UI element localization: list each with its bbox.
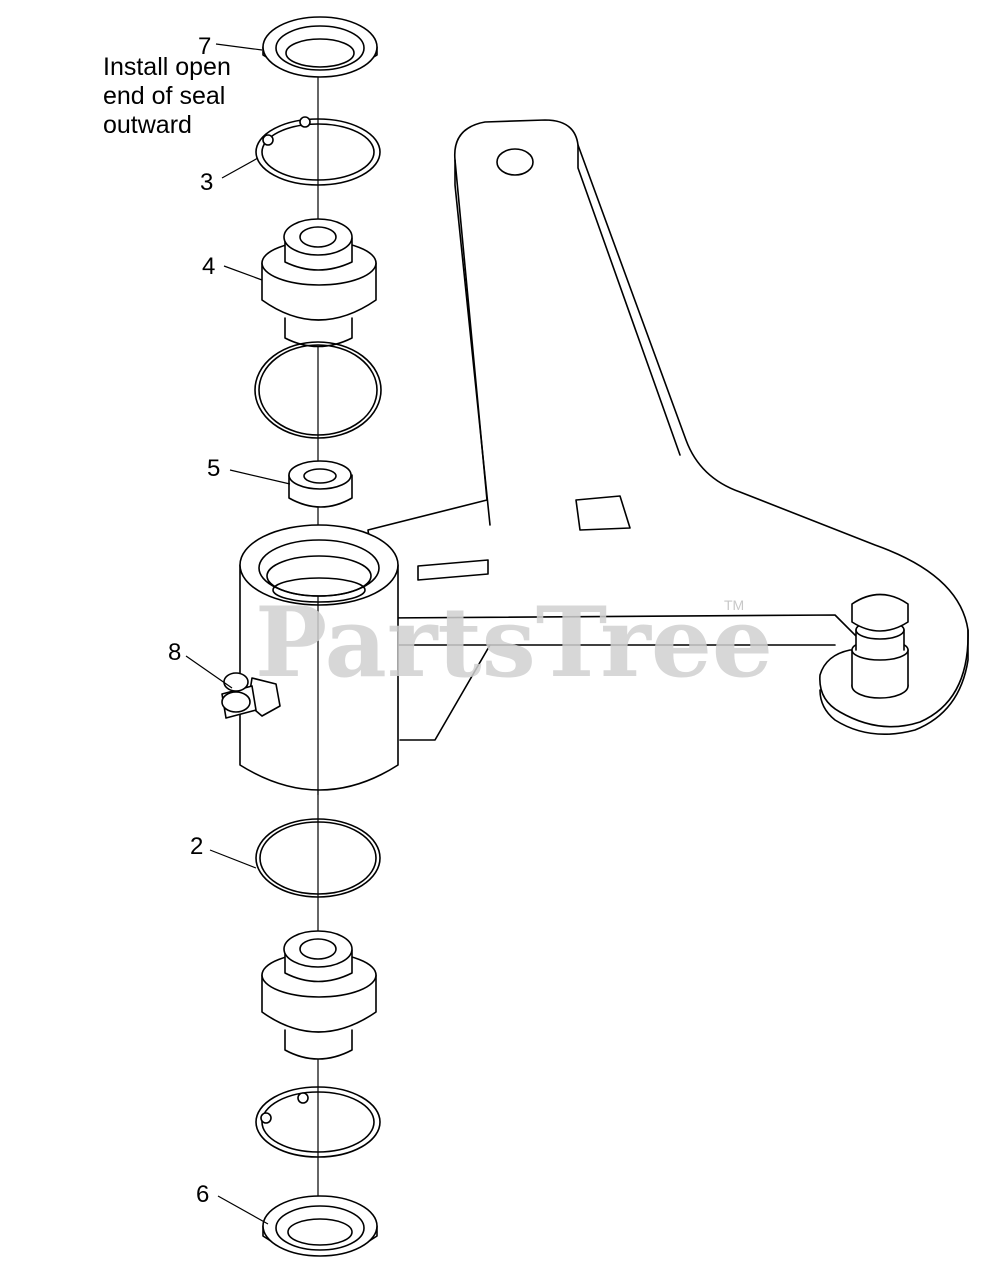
leader-lines [185,43,291,1225]
spacer [288,460,353,508]
grease-fitting [221,672,281,719]
callout-8: 8 [168,639,181,666]
watermark-text: PartsTree [255,586,773,699]
lower-o-ring [255,818,381,898]
spindle-housing [239,524,399,795]
pivot-stud [851,593,909,699]
callout-5: 5 [207,455,220,482]
mounting-hole [496,148,534,176]
top-bearing [261,218,377,348]
callout-6: 6 [196,1181,209,1208]
install-note-line-1: Install open [103,53,231,81]
bottom-bearing [261,930,377,1060]
top-retaining-ring [255,116,381,186]
bottom-seal [262,1195,378,1257]
callout-7: 7 [198,33,211,60]
callout-3: 3 [200,169,213,196]
install-note-line-2: end of seal [103,82,225,110]
callout-4: 4 [202,253,215,280]
slot-left [417,559,489,581]
slot-right [575,495,631,531]
watermark-trademark: TM [724,597,744,613]
upper-o-ring [254,341,382,439]
install-note-line-3: outward [103,111,192,139]
bracket-arm [367,119,969,741]
bottom-retaining-ring [255,1086,381,1158]
top-seal [262,16,378,78]
callout-2: 2 [190,833,203,860]
